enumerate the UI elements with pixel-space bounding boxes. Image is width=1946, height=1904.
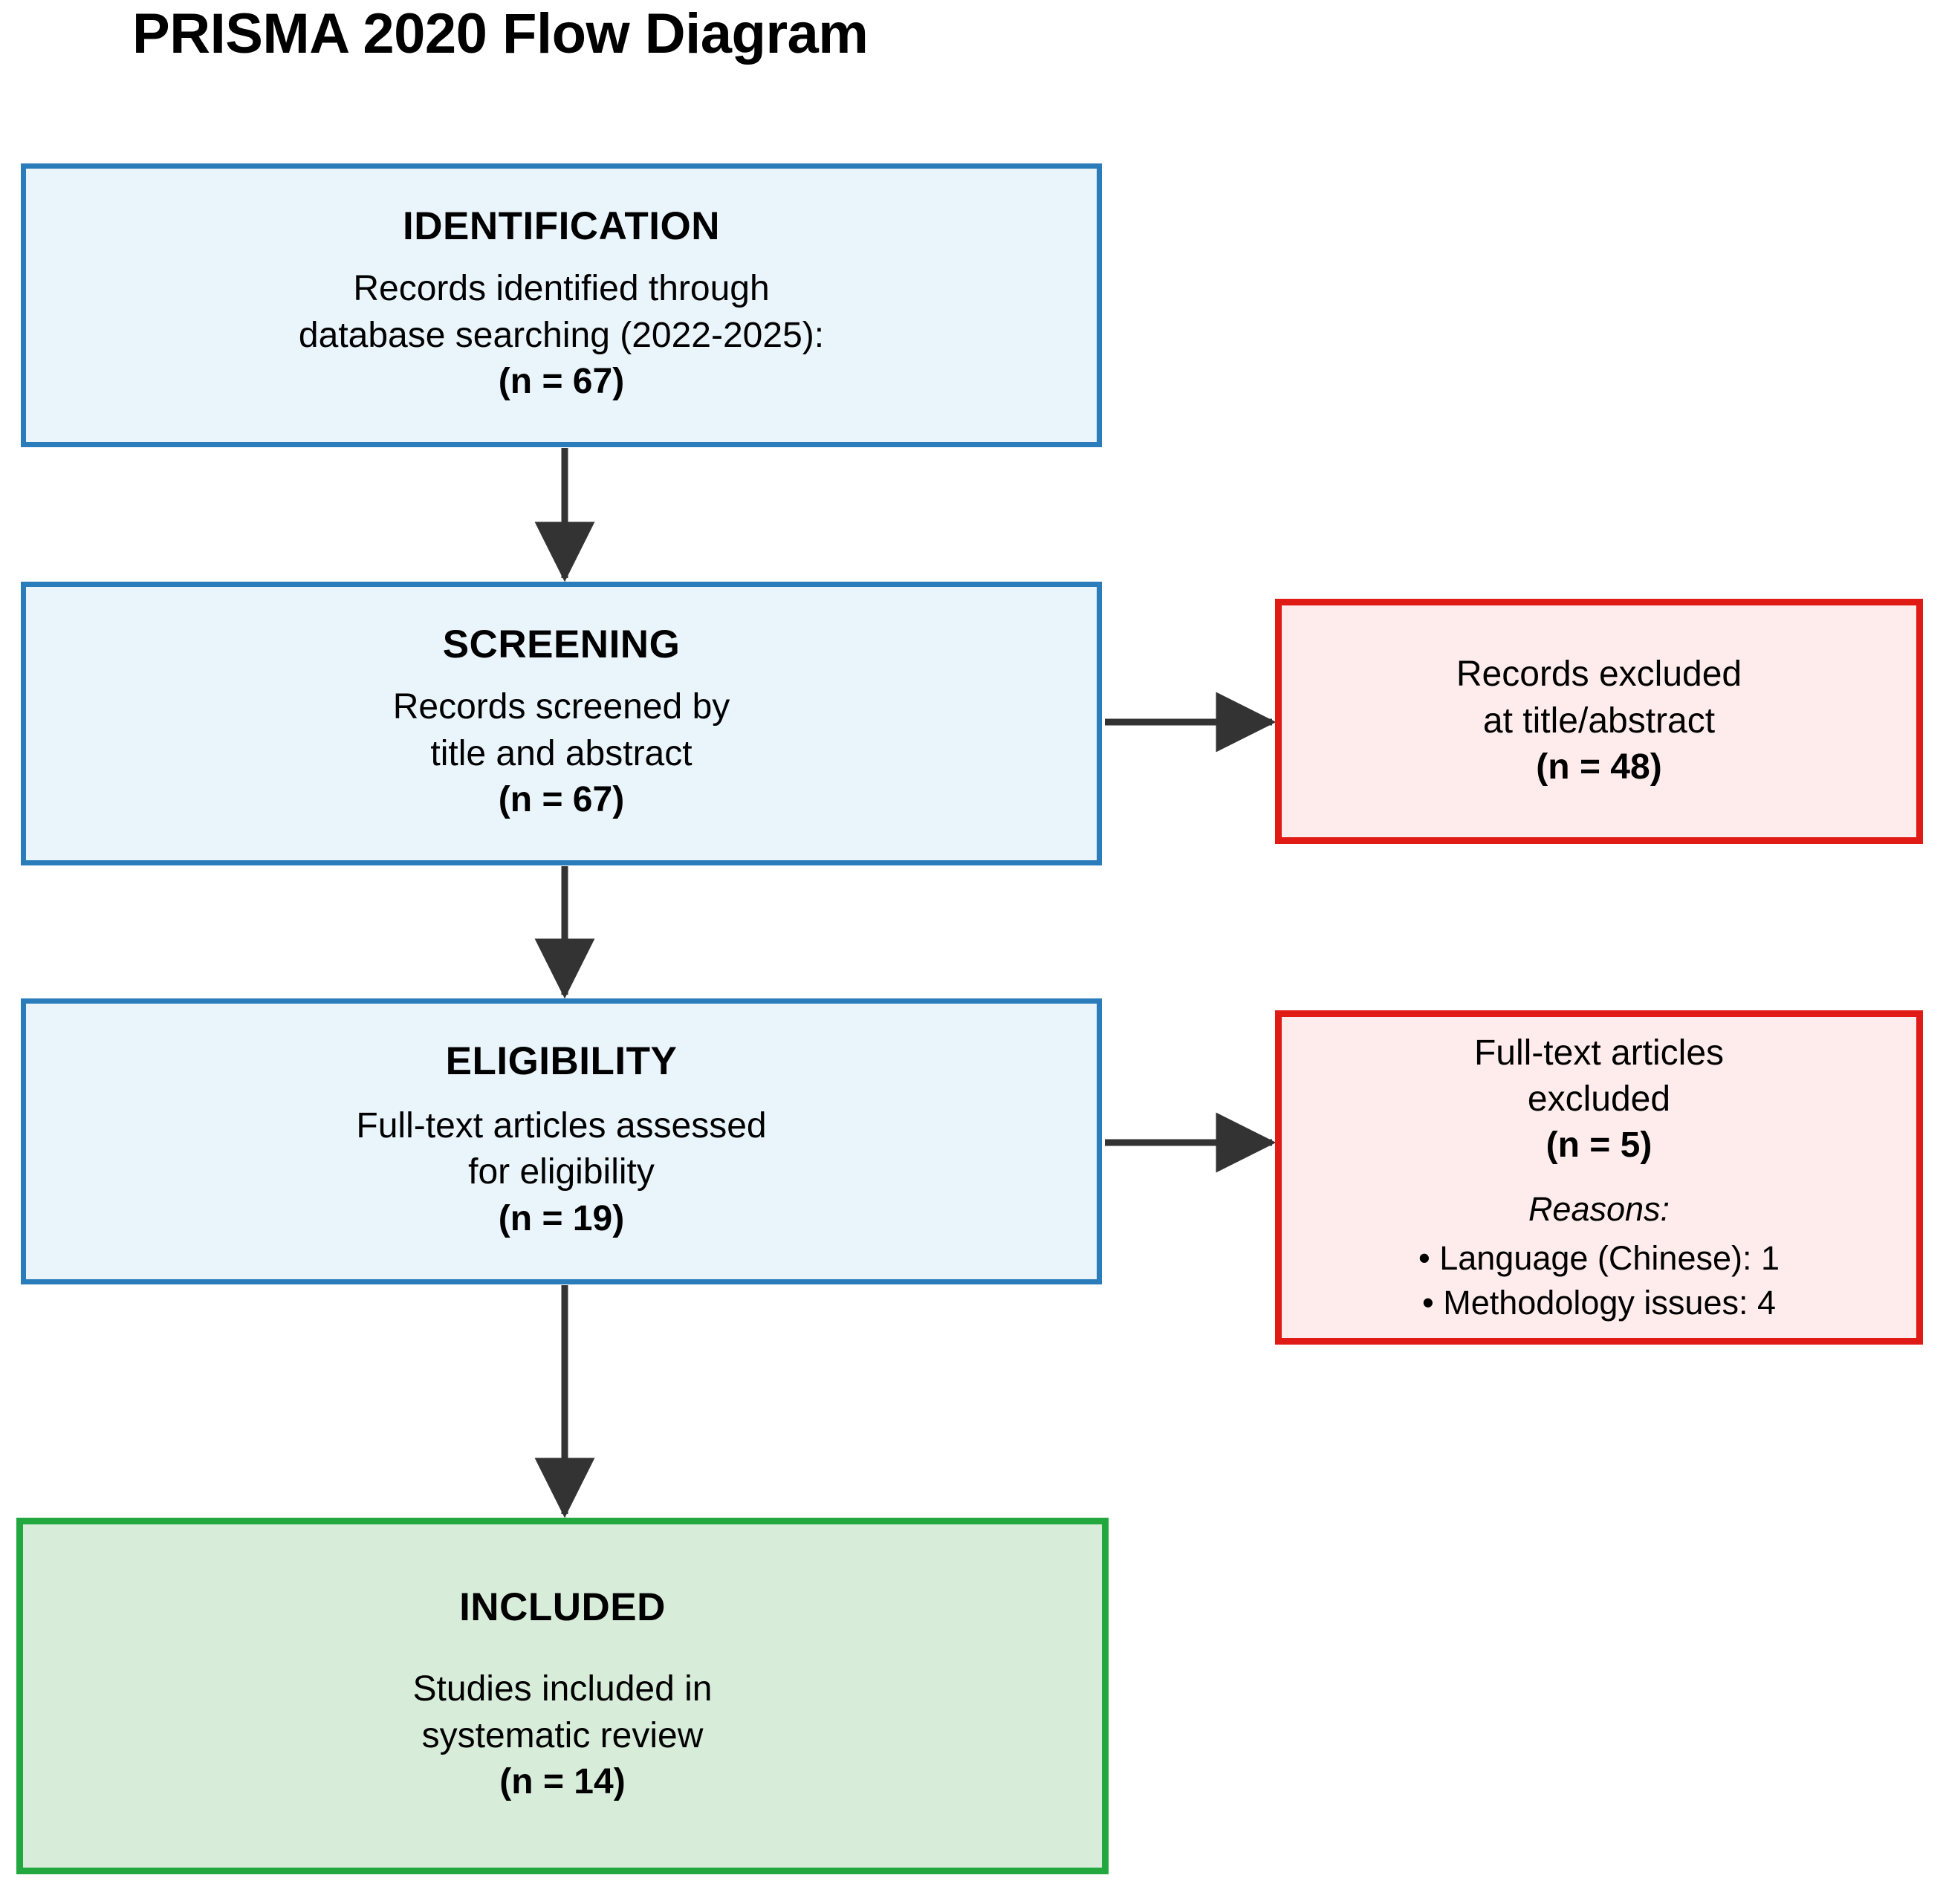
- excluded-fulltext-body: Full-text articles excluded (n = 5): [1474, 1030, 1724, 1169]
- reason-item-language: • Language (Chinese): 1: [1418, 1238, 1780, 1277]
- excluded-screening-body: Records excluded at title/abstract (n = …: [1456, 652, 1742, 790]
- included-body: Studies included in systematic review (n…: [413, 1666, 713, 1805]
- included-line-1: Studies included in: [412, 1669, 713, 1709]
- included-box: INCLUDED Studies included in systematic …: [16, 1518, 1109, 1874]
- excluded-fulltext-line-2: excluded: [1527, 1079, 1671, 1120]
- excluded-fulltext-line-1: Full-text articles: [1473, 1033, 1725, 1073]
- identification-box: IDENTIFICATION Records identified throug…: [21, 163, 1102, 447]
- excluded-fulltext-box: Full-text articles excluded (n = 5) Reas…: [1275, 1010, 1923, 1345]
- excluded-screening-count: (n = 48): [1536, 747, 1662, 787]
- eligibility-body: Full-text articles assessed for eligibil…: [356, 1103, 766, 1242]
- eligibility-line-1: Full-text articles assessed: [356, 1105, 767, 1146]
- screening-stage-label: SCREENING: [442, 622, 681, 666]
- screening-count: (n = 67): [498, 780, 625, 820]
- identification-line-2: database searching (2022-2025):: [298, 315, 825, 355]
- identification-body: Records identified through database sear…: [299, 266, 824, 405]
- excluded-fulltext-reasons: Reasons: • Language (Chinese): 1 • Metho…: [1418, 1187, 1780, 1325]
- screening-body: Records screened by title and abstract (…: [393, 684, 730, 823]
- identification-stage-label: IDENTIFICATION: [402, 204, 721, 248]
- identification-count: (n = 67): [498, 362, 625, 402]
- screening-line-2: title and abstract: [430, 733, 693, 773]
- reasons-label: Reasons:: [1528, 1189, 1670, 1228]
- identification-line-1: Records identified through: [353, 269, 770, 309]
- eligibility-box: ELIGIBILITY Full-text articles assessed …: [21, 998, 1102, 1284]
- reason-item-methodology: • Methodology issues: 4: [1421, 1283, 1776, 1322]
- included-count: (n = 14): [499, 1762, 626, 1802]
- eligibility-count: (n = 19): [498, 1198, 625, 1238]
- included-line-2: systematic review: [421, 1715, 704, 1755]
- excluded-screening-line-2: at title/abstract: [1482, 701, 1716, 741]
- eligibility-line-2: for eligibility: [468, 1152, 655, 1192]
- excluded-fulltext-count: (n = 5): [1546, 1125, 1653, 1166]
- included-stage-label: INCLUDED: [459, 1585, 666, 1629]
- screening-line-1: Records screened by: [392, 687, 730, 727]
- page-title: PRISMA 2020 Flow Diagram: [132, 2, 869, 65]
- excluded-screening-box: Records excluded at title/abstract (n = …: [1275, 599, 1923, 844]
- eligibility-stage-label: ELIGIBILITY: [445, 1039, 678, 1084]
- excluded-screening-line-1: Records excluded: [1456, 654, 1742, 695]
- screening-box: SCREENING Records screened by title and …: [21, 582, 1102, 865]
